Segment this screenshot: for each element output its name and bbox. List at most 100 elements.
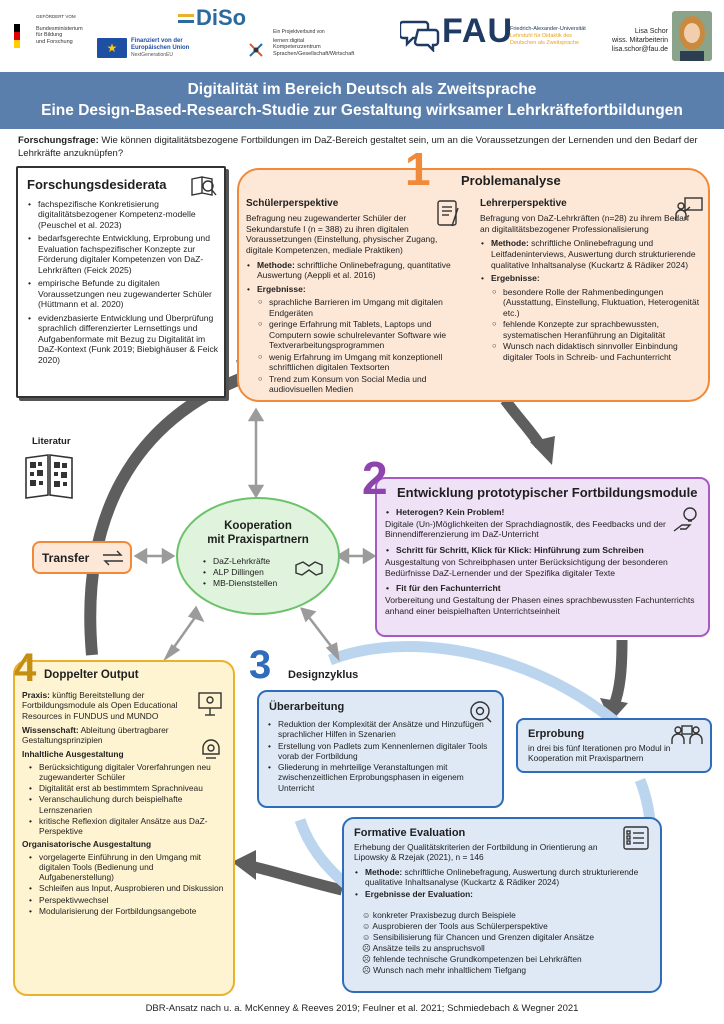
fau-university-text: Friedrich-Alexander-Universität Lehrstuh…	[510, 26, 586, 46]
teacher-result: besondere Rolle der Rahmenbedingungen (A…	[492, 287, 702, 319]
bmbf-funded-label: GEFÖRDERT VOM	[36, 14, 76, 19]
org-design-item: Modularisierung der Fortbildungsangebote	[28, 906, 226, 917]
positive-result: ☺ konkreter Praxisbezug durch Beispiele	[362, 910, 516, 920]
author-photo	[672, 11, 712, 61]
author-role: wiss. Mitarbeiterin	[611, 37, 668, 45]
revision-title: Überarbeitung	[269, 701, 345, 713]
org-design-item: vorgelagerte Einführung in den Umgang mi…	[28, 852, 226, 883]
transfer-box: Transfer	[32, 541, 132, 574]
research-question: Forschungsfrage: Wie können digitalitäts…	[18, 135, 698, 159]
teacher-method: Methode: schriftliche Onlinebefragung un…	[480, 238, 702, 270]
book-magnifier-icon	[191, 176, 217, 196]
student-result: geringe Erfahrung mit Tablets, Laptops u…	[258, 319, 466, 351]
student-result: wenig Erfahrung im Umgang mit konzeption…	[258, 352, 466, 373]
eu-funding-text: Finanziert von der Europäischen Union Ne…	[131, 38, 190, 59]
partner-item: MB-Dienststellen	[202, 578, 277, 589]
smiley-happy-icon: ☺	[362, 920, 373, 931]
qr-code-book-icon[interactable]	[24, 452, 74, 502]
smiley-happy-icon: ☺	[362, 931, 373, 942]
eu-flag-icon: ★	[97, 38, 127, 58]
student-result: sprachliche Barrieren im Umgang mit digi…	[258, 297, 466, 318]
handshake-icon	[295, 561, 323, 576]
content-design-item: Berücksichtigung digitaler Vorerfahrunge…	[28, 762, 226, 783]
org-design-item: Schleifen aus Input, Ausprobieren und Di…	[28, 883, 226, 894]
group-meeting-icon	[671, 725, 703, 744]
transfer-label: Transfer	[42, 551, 90, 565]
fau-speech-bubble-icon	[400, 20, 440, 52]
teacher-result: Wunsch nach didaktisch sinnvoller Einbin…	[492, 341, 702, 362]
teacher-results-label: Ergebnisse:	[480, 273, 702, 284]
diso-logo-text: DiSo	[196, 5, 247, 30]
network-logo-icon	[249, 43, 263, 57]
formative-evaluation-title: Formative Evaluation	[354, 827, 466, 839]
testing-title: Erprobung	[528, 728, 585, 740]
step-number-4: 4	[14, 646, 37, 690]
tablet-pen-icon	[437, 200, 459, 227]
smiley-sad-icon: ☹	[362, 964, 374, 975]
teacher-intro: Befragung von DaZ-Lehrkräften (n=28) zu …	[480, 213, 690, 234]
negative-result: ☹ Wunsch nach mehr inhaltlichem Tiefgang	[362, 964, 527, 975]
positive-result: ☺ Sensibilisierung für Chancen und Grenz…	[362, 931, 595, 942]
desiderata-item: bedarfsgerechte Entwicklung, Erprobung u…	[27, 233, 221, 275]
module-text: Ausgestaltung von Schreibphasen unter Be…	[385, 556, 668, 578]
desiderata-item: empirische Befunde zu digitalen Vorausse…	[27, 278, 221, 309]
content-design-item: kritische Reflexion digitaler Ansätze au…	[28, 816, 226, 837]
cooperation-title: Kooperation	[224, 520, 292, 532]
student-intro: Befragung neu zugewanderter Schüler der …	[246, 213, 438, 255]
teacher-result: fehlende Konzepte zur sprachbewussten, s…	[492, 319, 702, 340]
double-output-title: Doppelter Output	[44, 669, 139, 681]
desiderata-item: evidenzbasierte Entwicklung und Überprüf…	[27, 313, 221, 365]
partner-item: ALP Dillingen	[202, 567, 277, 578]
module-development-box	[375, 477, 710, 637]
student-result: Trend zum Konsum von Social Media und au…	[258, 374, 466, 395]
revision-item: Gliederung in mehrteilige Veranstaltunge…	[267, 762, 499, 793]
author-info: Lisa Schor wiss. Mitarbeiterin lisa.scho…	[600, 27, 668, 54]
module-heading: Fit für den Fachunterricht	[385, 583, 703, 594]
desiderata-item: fachspezifische Konkretisierung digitali…	[27, 199, 221, 230]
module-heading: Heterogen? Kein Problem!	[385, 507, 703, 518]
footer-references: DBR-Ansatz nach u. a. McKenney & Reeves …	[145, 1003, 579, 1014]
author-email[interactable]: lisa.schor@fau.de	[611, 46, 668, 54]
formative-evaluation-intro: Erhebung der Qualitätskriterien der Fort…	[354, 842, 598, 863]
revision-box: Überarbeitung Reduktion der Komplexität …	[257, 690, 504, 808]
bmbf-logo	[14, 24, 20, 48]
student-heading: Schülerperspektive	[246, 198, 339, 209]
org-design-heading: Organisatorische Ausgestaltung	[22, 839, 152, 850]
step-number-3: 3	[249, 643, 272, 687]
module-heading: Schritt für Schritt, Klick für Klick: Hi…	[385, 545, 703, 556]
cooperation-circle: Kooperation mit Praxispartnern DaZ-Lehrk…	[176, 497, 340, 615]
formative-results-label: Ergebnisse der Evaluation:	[354, 889, 654, 900]
testing-text: in drei bis fünf Iterationen pro Modul i…	[528, 743, 671, 764]
desiderata-title: Forschungsdesiderata	[27, 177, 167, 192]
diso-logo-icon	[178, 14, 194, 30]
negative-result: ☹ Ansätze teils zu anspruchsvoll	[362, 942, 485, 953]
title-banner: Digitalität im Bereich Deutsch als Zweit…	[0, 72, 724, 129]
step-number-1: 1	[405, 143, 431, 195]
presentation-screen-icon	[198, 692, 222, 716]
org-design-item: Perspektivwechsel	[28, 895, 226, 906]
problem-analysis-title: Problemanalyse	[461, 173, 561, 188]
module-development-title: Entwicklung prototypischer Fortbildungsm…	[397, 485, 698, 500]
cooperation-subtitle: mit Praxispartnern	[207, 534, 309, 547]
teacher-board-icon	[675, 197, 703, 220]
negative-result: ☹ fehlende technische Grundkompetenzen b…	[362, 953, 582, 964]
smiley-sad-icon: ☹	[362, 942, 373, 953]
student-method: Methode: schriftliche Onlinebefragung, q…	[246, 260, 466, 281]
module-list: Heterogen? Kein Problem! Digitale (Un-)M…	[385, 507, 703, 617]
hand-lightbulb-icon	[673, 507, 697, 532]
smiley-sad-icon: ☹	[362, 953, 374, 964]
student-perspective: Schülerperspektive Befragung neu zugewan…	[246, 198, 466, 396]
lkz-top-label: Ein Projektverbund von	[273, 29, 325, 35]
partner-item: DaZ-Lehrkräfte	[202, 556, 277, 567]
positive-result: ☺ Ausprobieren der Tools aus Schülerpers…	[362, 920, 548, 931]
module-text: Vorbereitung und Gestaltung der Phasen e…	[385, 595, 695, 616]
revision-item: Reduktion der Komplexität der Ansätze un…	[267, 719, 499, 740]
brain-gear-icon	[202, 739, 220, 759]
fau-logo-text: FAU	[442, 12, 513, 50]
student-results-label: Ergebnisse:	[246, 284, 466, 295]
formative-evaluation-box: Formative Evaluation Erhebung der Qualit…	[342, 817, 662, 993]
swap-arrows-icon	[103, 550, 123, 566]
output-content: Praxis: künftig Bereitstellung der Fortb…	[22, 690, 226, 919]
